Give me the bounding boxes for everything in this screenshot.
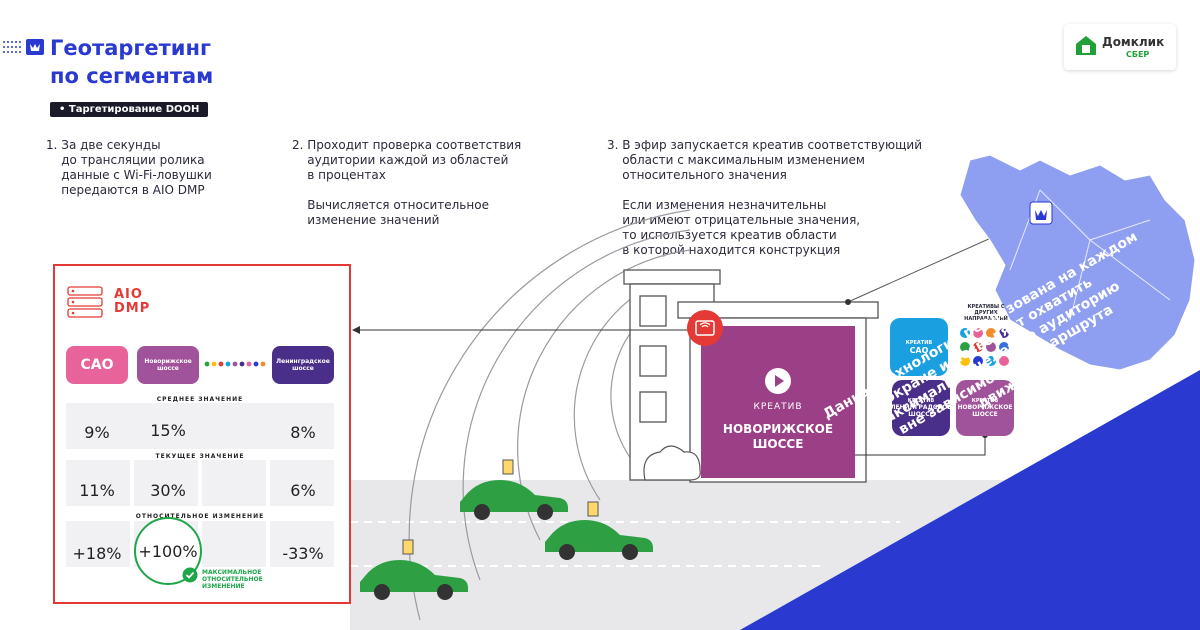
wifi-trap-icon xyxy=(687,310,723,346)
max-change-note: МАКСИМАЛЬНОЕ ОТНОСИТЕЛЬНОЕ ИЗМЕНЕНИЕ xyxy=(202,569,263,590)
creative-name: ЛЕНИНГРАДСКОЕ ШОССЕ xyxy=(890,404,952,418)
moscow-map-icon xyxy=(959,154,1196,371)
value-leningradskoe-average: 8% xyxy=(290,423,316,442)
row-average-grid xyxy=(66,403,334,449)
creative-tile-leningradskoe: КРЕАТИВ ЛЕНИНГРАДСКОЕ ШОССЕ xyxy=(890,380,952,436)
page-title: Геотаргетинг по сегментам xyxy=(50,34,213,90)
dooh-tag: • Таргетирование DOOH xyxy=(50,102,209,117)
value-sao-relative: +18% xyxy=(72,544,122,563)
creative-kicker: КРЕАТИВ xyxy=(905,339,933,346)
creative-kicker: КРЕАТИВ xyxy=(971,398,999,404)
dmp-title: AIO DMP xyxy=(114,288,150,316)
dmp-title-line-2: DMP xyxy=(114,301,151,316)
cars-illustration xyxy=(360,459,653,600)
value-sao-average: 9% xyxy=(84,423,110,442)
domclick-logo: Домклик СБЕР xyxy=(1064,24,1176,70)
segment-novorizhskoe: Новорижское шоссе xyxy=(137,346,199,384)
row-label-average: СРЕДНЕЕ ЗНАЧЕНИЕ xyxy=(156,396,244,403)
row-label-current: ТЕКУЩЕЕ ЗНАЧЕНИЕ xyxy=(155,453,245,460)
value-sao-current: 11% xyxy=(79,481,115,500)
segment-sao: САО xyxy=(66,346,128,384)
logo-sub: СБЕР xyxy=(1126,50,1150,59)
dots-decoration-icon xyxy=(3,41,21,53)
segment-leningradskoe: Ленинградское шоссе xyxy=(272,346,334,384)
billboard-line-1: НОВОРИЖСКОЕ xyxy=(722,422,834,436)
color-dots-icon xyxy=(960,328,1009,366)
value-novorizhskoe-average: 15% xyxy=(150,421,186,440)
play-icon xyxy=(765,368,791,394)
title-line-1: Геотаргетинг xyxy=(50,36,212,60)
billboard-creative: КРЕАТИВ НОВОРИЖСКОЕ ШОССЕ xyxy=(701,326,855,478)
step-3-text: 3. В эфир запускается креатив соответств… xyxy=(607,138,923,257)
value-novorizhskoe-current: 30% xyxy=(150,481,186,500)
billboard-kicker: КРЕАТИВ xyxy=(753,402,803,412)
creative-kicker: КРЕАТИВ xyxy=(907,398,935,404)
other-creatives-label: КРЕАТИВЫ С ДРУГИХ НАПРАВЛЕНИЙ xyxy=(964,304,1008,322)
row-current xyxy=(66,460,334,506)
logo-name: Домклик xyxy=(1102,35,1165,49)
creative-tile-sao: КРЕАТИВ САО xyxy=(890,318,948,376)
dmp-title-line-1: AIO xyxy=(114,287,143,302)
value-leningradskoe-current: 6% xyxy=(290,481,316,500)
value-leningradskoe-relative: -33% xyxy=(282,544,324,563)
house-logo-icon xyxy=(1076,36,1096,55)
title-line-2: по сегментам xyxy=(50,64,214,88)
server-icon xyxy=(67,286,103,318)
tv-icon xyxy=(26,39,44,55)
step-1-text: 1. За две секунды до трансляции ролика д… xyxy=(46,138,212,197)
diagonal-banner xyxy=(740,370,1200,630)
billboard-line-2: ШОССЕ xyxy=(752,437,804,451)
step-2-text: 2. Проходит проверка соответствия аудито… xyxy=(292,138,522,227)
creative-tile-novorizhskoe: КРЕАТИВ НОВОРИЖСКОЕ ШОССЕ xyxy=(956,380,1014,436)
creative-name: САО xyxy=(909,345,929,355)
check-icon xyxy=(182,567,198,583)
creative-name: НОВОРИЖСКОЕ ШОССЕ xyxy=(957,404,1013,418)
car-icon xyxy=(460,459,568,520)
segment-dots-icon xyxy=(204,361,266,367)
value-novorizhskoe-relative: +100% xyxy=(138,542,198,561)
row-label-relative: ОТНОСИТЕЛЬНОЕ ИЗМЕНЕНИЕ xyxy=(135,513,265,520)
